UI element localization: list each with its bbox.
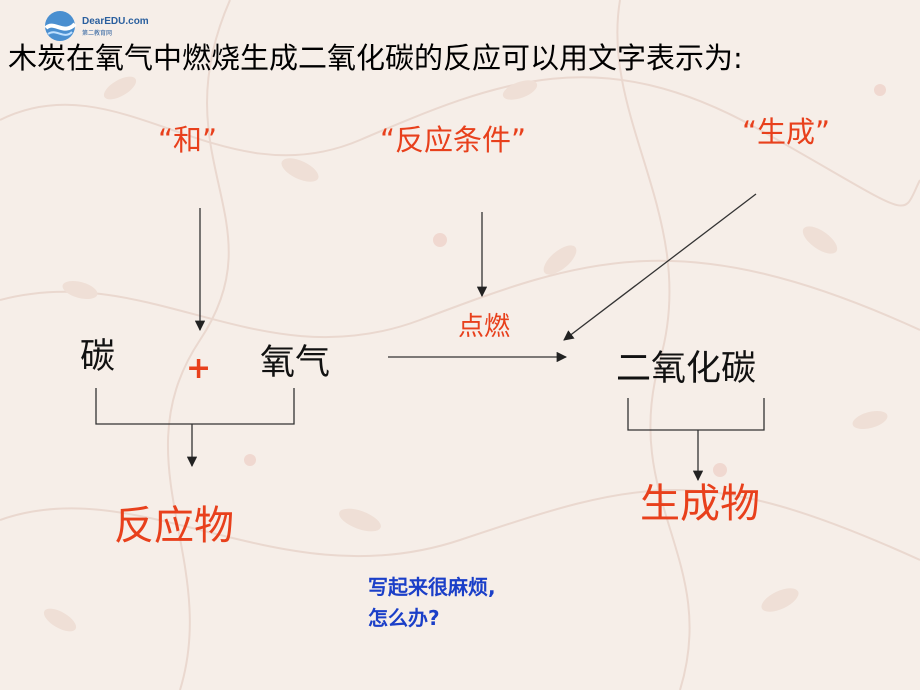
note-text: 写起来很麻烦, 怎么办? (368, 572, 496, 634)
reactant-carbon: 碳 (80, 337, 116, 377)
slide-title: 木炭在氧气中燃烧生成二氧化碳的反应可以用文字表示为: (8, 41, 743, 75)
label-and: “和” (158, 123, 218, 157)
condition-ignite: 点燃 (458, 312, 511, 342)
logo-text: DearEDU.com (82, 16, 149, 27)
group-reactants: 反应物 (114, 503, 234, 549)
site-logo: DearEDU.com 第二教育网 (22, 6, 149, 46)
globe-wave-icon (44, 11, 77, 41)
product-co2: 二氧化碳 (616, 349, 757, 389)
group-products: 生成物 (640, 481, 760, 527)
label-produce: “生成” (742, 115, 831, 149)
note-line-2: 怎么办? (368, 606, 440, 630)
label-condition: “反应条件” (380, 123, 527, 157)
logo-subtext: 第二教育网 (82, 30, 113, 37)
reactant-oxygen: 氧气 (260, 343, 331, 383)
plus-sign: + (186, 351, 212, 386)
note-line-1: 写起来很麻烦, (368, 575, 496, 599)
